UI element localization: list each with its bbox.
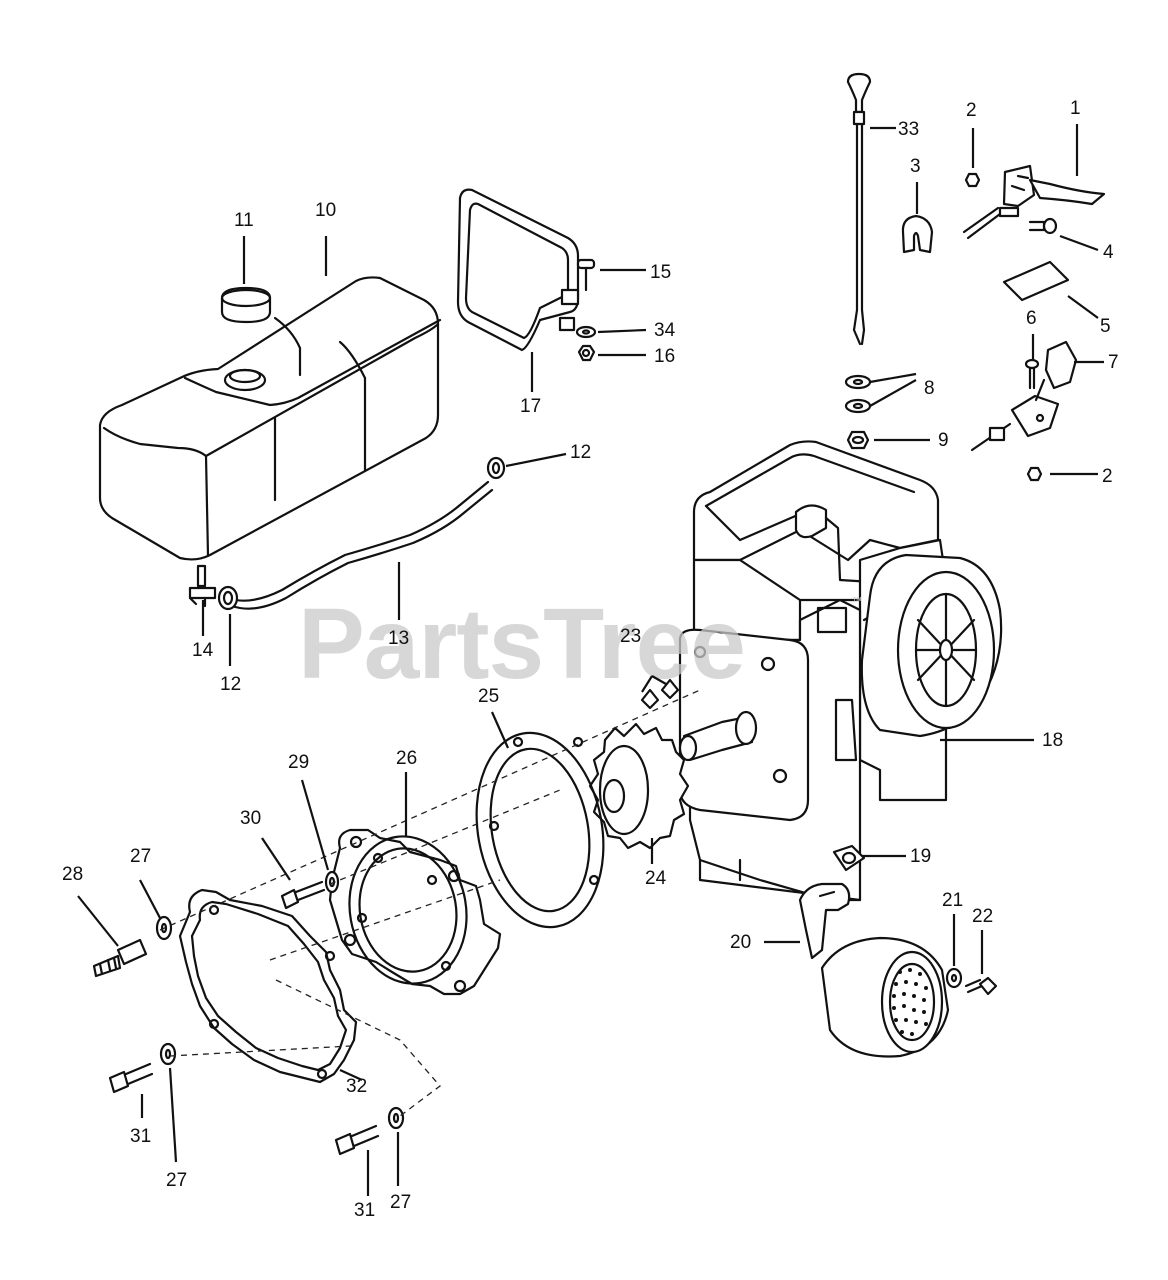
fuel-tank[interactable] xyxy=(98,276,442,561)
cover-washer-bottom[interactable] xyxy=(387,1106,405,1130)
callout-4: 4 xyxy=(1103,242,1114,263)
throttle-control[interactable] xyxy=(962,164,1106,240)
callout-27-lower-right: 27 xyxy=(390,1192,411,1213)
fuel-shutoff-valve[interactable] xyxy=(188,564,217,608)
callout-1: 1 xyxy=(1070,98,1081,119)
callout-22: 22 xyxy=(972,906,993,927)
drive-gear[interactable] xyxy=(588,722,690,850)
tank-strap[interactable] xyxy=(456,188,580,352)
callout-27-lower-left: 27 xyxy=(166,1170,187,1191)
fuel-cap[interactable] xyxy=(220,286,272,324)
plate-washer[interactable] xyxy=(324,870,340,894)
callout-17: 17 xyxy=(520,396,541,417)
callout-2-throttle: 2 xyxy=(966,100,977,121)
callout-8: 8 xyxy=(924,378,935,399)
callout-30: 30 xyxy=(240,808,261,829)
callout-29: 29 xyxy=(288,752,309,773)
watermark-text: PartsTree xyxy=(298,588,745,700)
callout-7: 7 xyxy=(1108,352,1119,373)
adapter-plate[interactable] xyxy=(328,827,502,996)
cover-bolt-left[interactable] xyxy=(108,1062,154,1094)
callout-23: 23 xyxy=(620,626,641,647)
muffler-washer[interactable] xyxy=(945,967,963,989)
cover-washer-left[interactable] xyxy=(159,1042,177,1066)
strap-washer[interactable] xyxy=(575,325,597,339)
leader-lines xyxy=(77,124,1104,1196)
strap-bolt[interactable] xyxy=(576,258,596,292)
callout-18: 18 xyxy=(1042,730,1063,751)
cover-bolt-bottom[interactable] xyxy=(334,1124,380,1156)
cover-gasket[interactable] xyxy=(178,888,358,1084)
choke-nut[interactable] xyxy=(1026,466,1043,482)
plate-bolt[interactable] xyxy=(280,880,326,910)
callout-11: 11 xyxy=(234,210,254,231)
dipstick[interactable] xyxy=(846,72,872,346)
gasket-ring[interactable] xyxy=(462,723,618,938)
crankshaft-key-b[interactable] xyxy=(660,678,680,700)
callout-6: 6 xyxy=(1026,308,1037,329)
dipstick-washer-upper[interactable] xyxy=(844,374,872,390)
watermark-trademark: ™ xyxy=(852,596,862,607)
hose-clamp-upper[interactable] xyxy=(486,456,506,480)
callout-labels: 1 2 2 3 4 5 6 7 8 9 10 11 12 12 13 14 15… xyxy=(62,98,1119,1221)
assembly-centerlines xyxy=(159,689,701,1117)
engine-assembly[interactable] xyxy=(678,440,1003,902)
cable-clip[interactable] xyxy=(901,214,934,254)
callout-31-bottom: 31 xyxy=(354,1200,375,1221)
fuel-line-hose[interactable] xyxy=(226,480,494,610)
callout-19: 19 xyxy=(910,846,931,867)
callout-16: 16 xyxy=(654,346,675,367)
watermark: PartsTree ™ xyxy=(298,588,862,700)
callout-5: 5 xyxy=(1100,316,1111,337)
callout-27-upper: 27 xyxy=(130,846,151,867)
callout-12-lower: 12 xyxy=(220,674,241,695)
crankshaft-key-a[interactable] xyxy=(640,688,660,710)
callout-2-choke: 2 xyxy=(1102,466,1113,487)
hose-clamp-lower[interactable] xyxy=(217,585,239,611)
muffler[interactable] xyxy=(798,882,950,1058)
dipstick-washer-lower[interactable] xyxy=(844,398,872,414)
choke-control[interactable] xyxy=(970,340,1078,452)
throttle-nut[interactable] xyxy=(964,172,981,188)
callout-13: 13 xyxy=(388,628,409,649)
callout-33: 33 xyxy=(898,119,919,140)
callout-32: 32 xyxy=(346,1076,367,1097)
callout-26: 26 xyxy=(396,748,417,769)
choke-screw[interactable] xyxy=(1024,358,1040,390)
throttle-decal[interactable] xyxy=(1002,260,1070,302)
muffler-gasket[interactable] xyxy=(832,844,866,872)
dipstick-tube-nut[interactable] xyxy=(846,430,870,450)
grease-fitting[interactable] xyxy=(92,938,148,978)
callout-31-left: 31 xyxy=(130,1126,151,1147)
throttle-screw[interactable] xyxy=(1028,217,1058,235)
callout-15: 15 xyxy=(650,262,671,283)
callout-20: 20 xyxy=(730,932,751,953)
muffler-holes xyxy=(892,968,928,1036)
callout-24: 24 xyxy=(645,868,667,889)
callout-10: 10 xyxy=(315,200,336,221)
strap-nut[interactable] xyxy=(577,344,596,362)
callout-34: 34 xyxy=(654,320,676,341)
callout-25: 25 xyxy=(478,686,499,707)
callout-28: 28 xyxy=(62,864,83,885)
callout-12-upper: 12 xyxy=(570,442,591,463)
callout-21: 21 xyxy=(942,890,963,911)
callout-9: 9 xyxy=(938,430,949,451)
callout-3: 3 xyxy=(910,156,921,177)
muffler-bolt[interactable] xyxy=(964,976,998,996)
callout-14: 14 xyxy=(192,640,214,661)
